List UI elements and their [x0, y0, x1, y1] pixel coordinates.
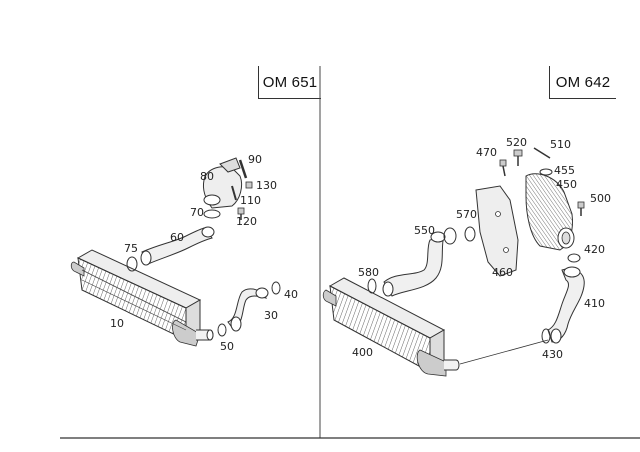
hose-410: [547, 266, 585, 344]
callout-450: 450: [556, 178, 577, 191]
o-ring-580: [367, 278, 377, 294]
callout-40: 40: [284, 288, 298, 301]
engine-label-om651-text: OM 651: [262, 73, 318, 91]
callout-410: 410: [584, 297, 605, 310]
callout-130: 130: [256, 179, 277, 192]
o-ring-75: [126, 256, 138, 272]
o-ring-420: [567, 253, 581, 263]
hose-550: [382, 231, 446, 297]
bolt-500: [577, 201, 585, 216]
bolt-470: [499, 159, 507, 177]
callout-10: 10: [110, 317, 124, 330]
callout-500: 500: [590, 192, 611, 205]
throttle-housing-80: [203, 157, 243, 209]
callout-470: 470: [476, 146, 497, 159]
callout-420: 420: [584, 243, 605, 256]
outlet-pipe-50: [196, 329, 214, 341]
callout-30: 30: [264, 309, 278, 322]
o-ring-40: [271, 281, 281, 295]
callout-580: 580: [358, 266, 379, 279]
clip-510: [533, 147, 551, 159]
callout-400: 400: [352, 346, 373, 359]
o-ring-70: [203, 209, 221, 219]
sensor-130: [245, 181, 253, 189]
engine-label-om651: OM 651: [258, 66, 321, 99]
callout-110: 110: [240, 194, 261, 207]
callout-90: 90: [248, 153, 262, 166]
intercooler-10: [70, 249, 202, 347]
callout-460: 460: [492, 266, 513, 279]
screw-90: [238, 159, 248, 179]
hose-30: [227, 287, 269, 332]
callout-430: 430: [542, 348, 563, 361]
callout-60: 60: [170, 231, 184, 244]
callout-570: 570: [456, 208, 477, 221]
o-ring-570: [443, 227, 457, 245]
callout-80: 80: [200, 170, 214, 183]
hose-60: [140, 226, 215, 266]
gasket-455: [539, 168, 553, 176]
callout-75: 75: [124, 242, 138, 255]
bolt-120: [237, 207, 245, 220]
connector-line-430: [459, 339, 549, 365]
o-ring-570b: [464, 226, 476, 242]
callout-550: 550: [414, 224, 435, 237]
engine-label-om642: OM 642: [549, 66, 616, 99]
bracket-460: [475, 185, 519, 277]
callout-50: 50: [220, 340, 234, 353]
intercooler-400: [322, 277, 460, 377]
callout-455: 455: [554, 164, 575, 177]
engine-label-om642-text: OM 642: [555, 73, 611, 91]
bolt-110: [231, 185, 237, 201]
callout-70: 70: [190, 206, 204, 219]
o-ring-430: [541, 328, 551, 344]
callout-120: 120: [236, 215, 257, 228]
callout-510: 510: [550, 138, 571, 151]
intake-manifold-450: [525, 173, 575, 251]
o-ring-50: [217, 323, 227, 337]
callout-520: 520: [506, 136, 527, 149]
bolt-520: [513, 149, 523, 166]
